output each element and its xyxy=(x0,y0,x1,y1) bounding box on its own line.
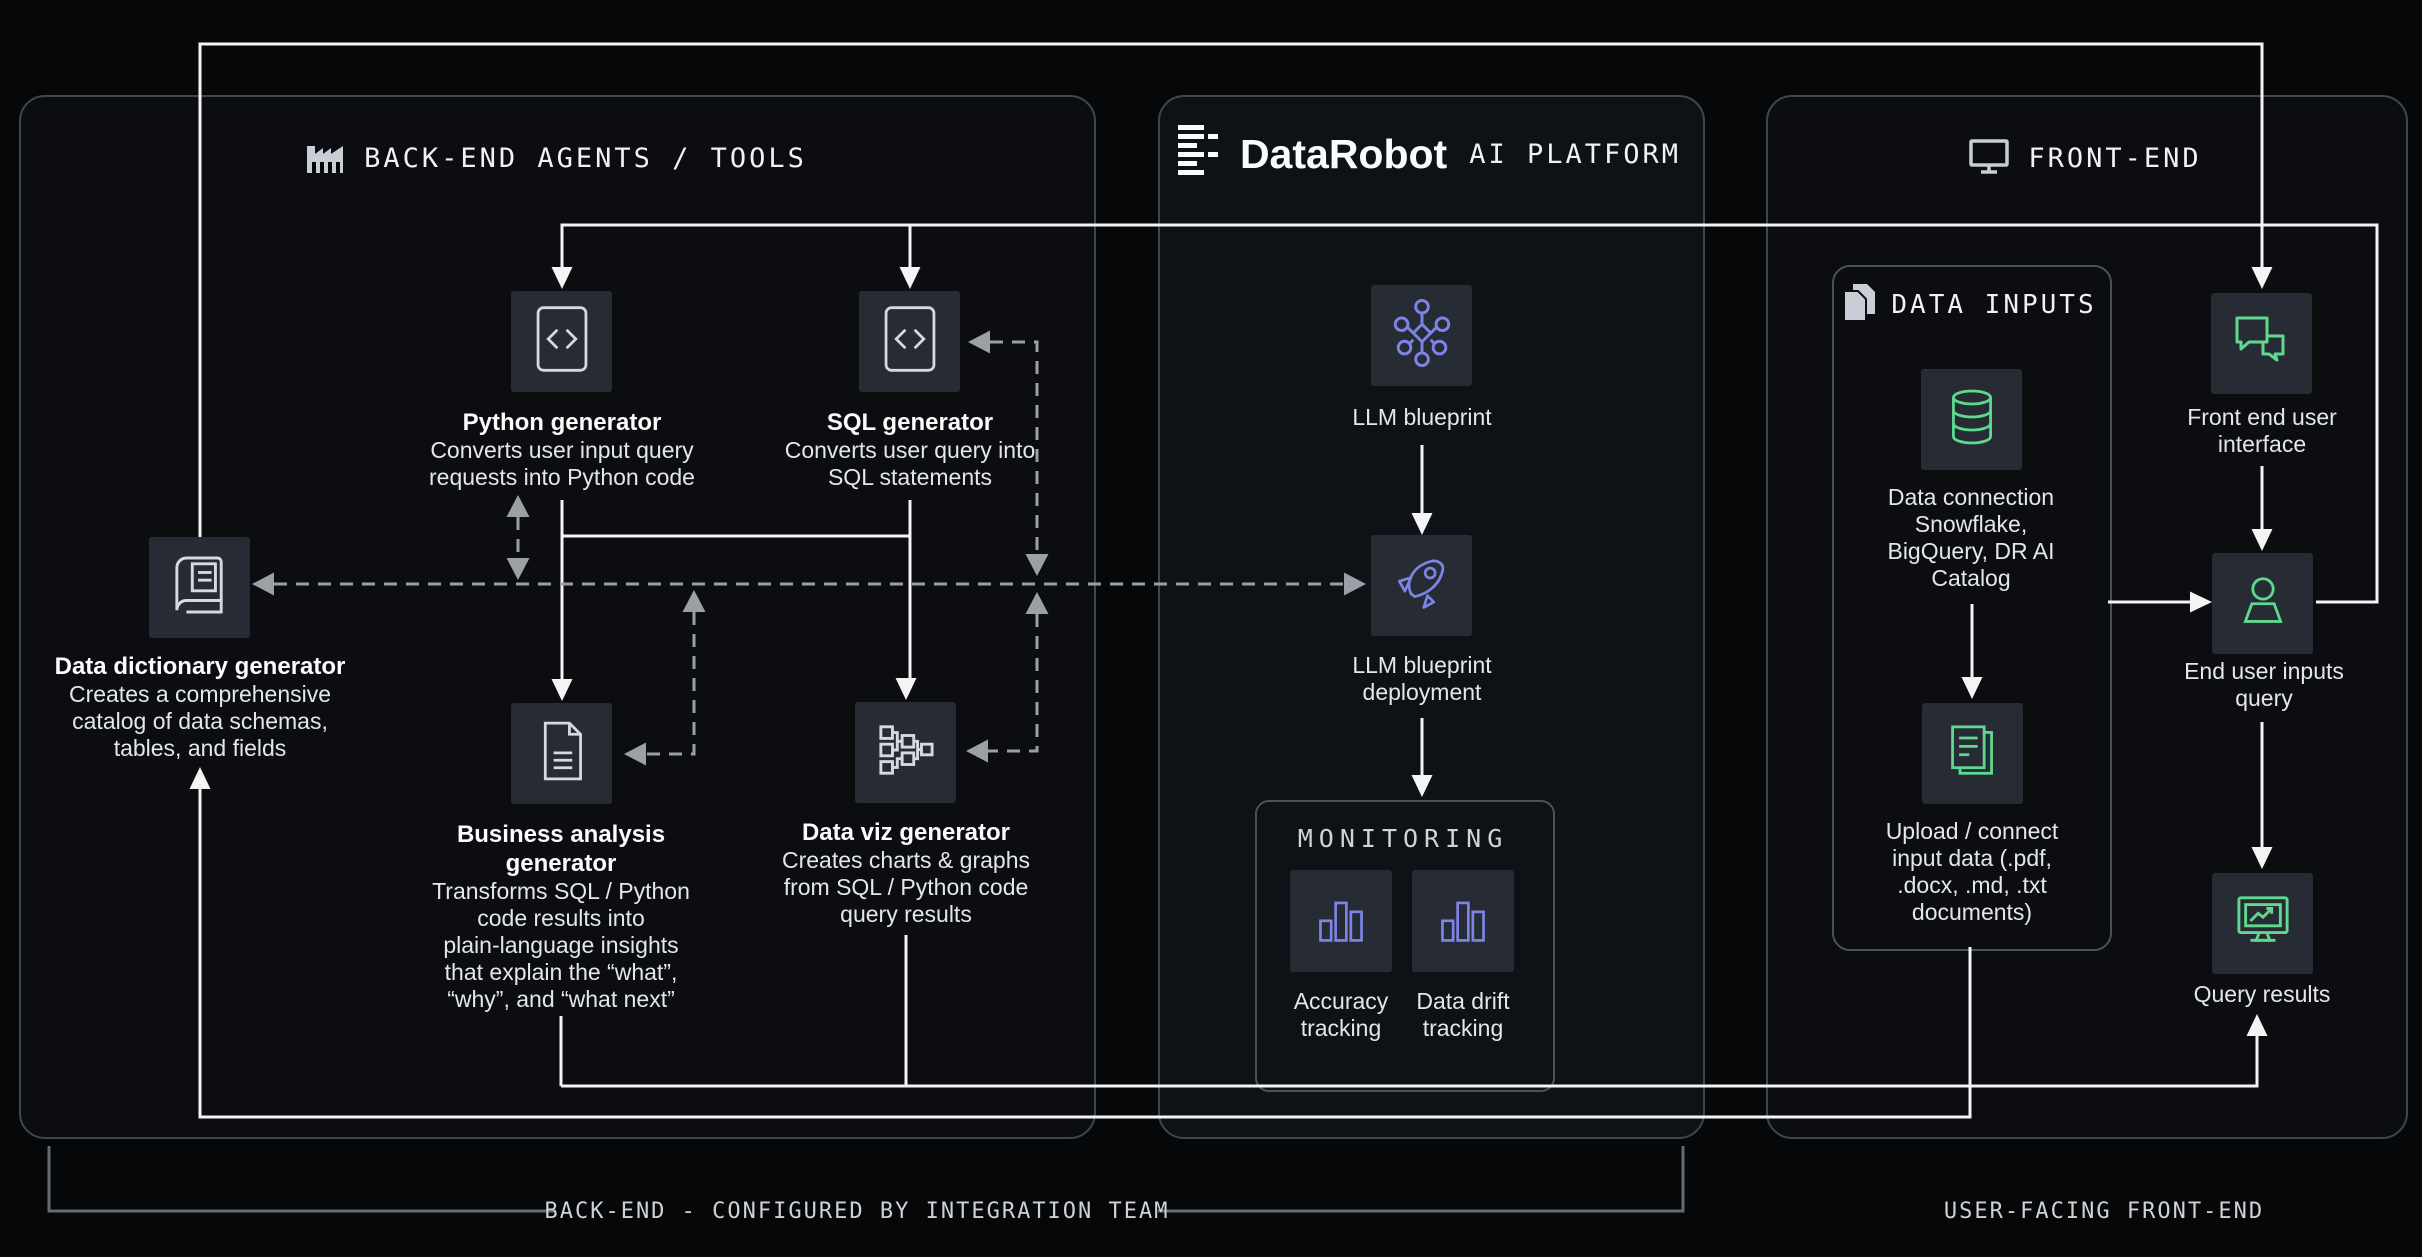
data-connection-node xyxy=(1921,369,2022,470)
data-inputs-title: DATA INPUTS xyxy=(1891,290,2097,320)
documents-icon xyxy=(1947,722,1999,785)
pages-icon xyxy=(1843,283,1876,327)
platform-panel-title: AI PLATFORM xyxy=(1469,138,1682,170)
frontend-panel-heading: FRONT-END xyxy=(1766,134,2404,182)
datarobot-logo-icon xyxy=(1177,124,1218,184)
backend-panel-title: BACK-END AGENTS / TOOLS xyxy=(364,142,807,174)
end-user-node xyxy=(2212,553,2313,654)
python-generator-node xyxy=(511,291,612,392)
upload-connect-node xyxy=(1922,703,2023,804)
frontend-footer-label: USER-FACING FRONT-END xyxy=(1943,1199,2265,1224)
platform-panel-heading: DataRobot AI PLATFORM xyxy=(1158,124,1701,178)
data-viz-node xyxy=(855,702,956,803)
database-icon xyxy=(1946,387,1998,452)
sql-generator-node xyxy=(859,291,960,392)
llm-deployment-label: LLM blueprint deployment xyxy=(1352,652,1492,705)
llm-deployment-node xyxy=(1371,535,1472,636)
code-icon xyxy=(534,304,590,379)
business-analysis-node xyxy=(511,703,612,804)
monitor-icon xyxy=(1968,138,2010,179)
document-icon xyxy=(536,719,588,788)
person-icon xyxy=(2237,575,2289,632)
chart-monitor-icon xyxy=(2236,893,2290,954)
datarobot-wordmark: DataRobot xyxy=(1239,130,1448,177)
upload-connect-label: Upload / connect input data (.pdf, .docx… xyxy=(1885,818,2059,925)
frontend-ui-node xyxy=(2211,293,2312,394)
chat-bubbles-icon xyxy=(2233,314,2291,373)
llm-blueprint-node xyxy=(1371,285,1472,386)
accuracy-tracking-node xyxy=(1290,870,1392,972)
book-icon xyxy=(173,554,227,621)
query-results-label: Query results xyxy=(2193,981,2331,1007)
data-dictionary-node xyxy=(149,537,250,638)
rocket-icon xyxy=(1393,554,1451,617)
data-connection-label: Data connection Snowflake, BigQuery, DR … xyxy=(1887,484,2055,591)
factory-icon xyxy=(304,138,346,179)
bar-chart-icon xyxy=(1438,894,1488,949)
data-dictionary-label: Data dictionary generator Creates a comp… xyxy=(54,653,346,761)
bar-chart-icon xyxy=(1316,894,1366,949)
python-generator-label: Python generator Converts user input que… xyxy=(429,409,695,490)
frontend-ui-label: Front end user interface xyxy=(2187,404,2337,457)
accuracy-tracking-label: Accuracy tracking xyxy=(1293,988,1389,1041)
query-results-node xyxy=(2212,873,2313,974)
business-analysis-label: Business analysis generator Transforms S… xyxy=(432,821,690,1012)
frontend-panel-title: FRONT-END xyxy=(2028,142,2202,174)
code-icon xyxy=(882,304,938,379)
data-drift-tracking-node xyxy=(1412,870,1514,972)
data-inputs-heading: DATA INPUTS xyxy=(1832,281,2108,329)
data-viz-label: Data viz generator Creates charts & grap… xyxy=(781,819,1030,927)
backend-footer-label: BACK-END - CONFIGURED BY INTEGRATION TEA… xyxy=(544,1199,1170,1224)
network-graph-icon xyxy=(1392,298,1452,373)
llm-blueprint-label: LLM blueprint xyxy=(1352,404,1492,430)
data-drift-tracking-label: Data drift tracking xyxy=(1416,988,1510,1041)
monitoring-title: MONITORING xyxy=(1297,824,1509,853)
sql-generator-label: SQL generator Converts user query into S… xyxy=(784,409,1036,490)
flowchart-icon xyxy=(877,719,935,786)
backend-panel-heading: BACK-END AGENTS / TOOLS xyxy=(19,134,1092,182)
end-user-label: End user inputs query xyxy=(2184,658,2344,711)
